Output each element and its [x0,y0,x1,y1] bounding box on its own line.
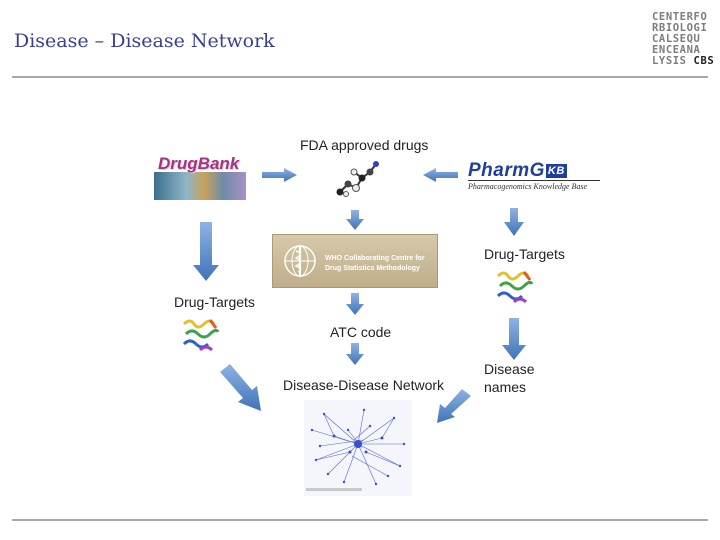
drug-targets-left-label: Drug-Targets [174,294,255,310]
footer-divider [12,519,708,521]
logo-row-3: CALSEQU [652,33,701,45]
protein-structure-icon-right [496,271,534,304]
protein-structure-icon [182,319,220,352]
drug-targets-right-label: Drug-Targets [484,246,565,262]
atc-code-label: ATC code [330,324,392,340]
arrow-left-to-network [220,364,261,411]
who-emblem-icon [284,245,316,277]
molecule-icon [336,161,379,197]
logo-row-1: CENTERFO [652,11,708,23]
network-label: Disease-Disease Network [283,377,445,393]
pharmgkb-kb: KB [545,164,567,178]
arrow-pharmgkb-to-fda [423,168,458,182]
arrow-fda-to-who [346,210,364,230]
disease-names-label-1: Disease [484,361,535,377]
arrow-disease-to-network [437,389,471,423]
arrow-targets-to-disease-names [502,318,526,360]
arrow-pharmgkb-to-targets [504,208,524,236]
pharmgkb-wordmark: PharmG [468,160,545,181]
slide-title: Disease – Disease Network [14,30,275,52]
pharmgkb-underline [468,180,600,181]
logo-row-2: RBIOLOGI [652,22,708,34]
pharmgkb-tagline: Pharmacogenomics Knowledge Base [468,182,588,191]
drugbank-banner [154,172,246,200]
title-divider [12,76,708,78]
drugbank-wordmark: DrugBank [158,154,240,173]
who-banner: WHO Collaborating Centre for Drug Statis… [272,234,438,288]
logo-row-4: ENCEANA [652,44,701,56]
who-line-2: Drug Statistics Methodology [325,265,420,272]
arrow-drugbank-to-targets [193,222,219,281]
who-line-1: WHO Collaborating Centre for [325,255,425,262]
network-graph-icon [304,400,412,496]
fda-label: FDA approved drugs [300,137,429,153]
drugbank-logo: DrugBank [154,150,246,200]
arrow-atc-to-network [346,343,364,365]
arrow-who-to-atc [346,293,364,315]
logo-row-5: LYSIS [652,55,687,67]
arrow-drugbank-to-fda [262,168,297,182]
disease-names-label-2: names [484,379,527,395]
logo-cbs: CBS [693,55,715,67]
cbs-logo: CENTERFO RBIOLOGI CALSEQU ENCEANA LYSIS … [652,12,714,67]
